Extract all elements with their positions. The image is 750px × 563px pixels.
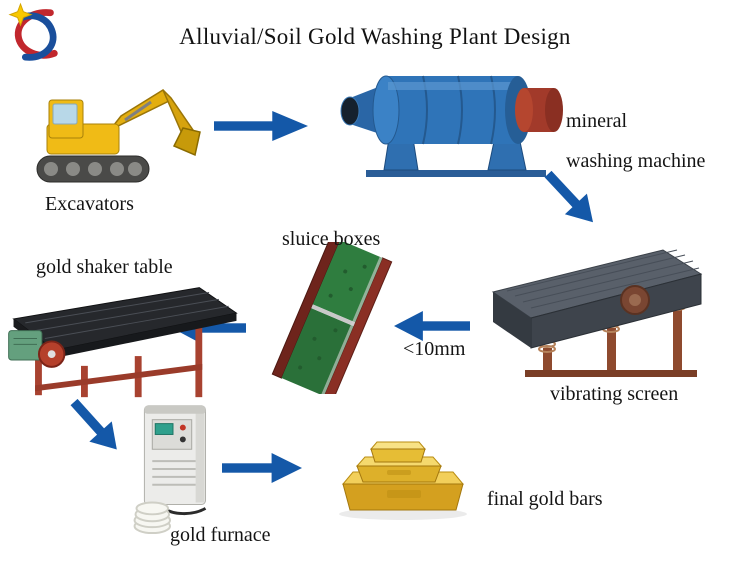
gold-shaker-table-image	[8, 287, 238, 398]
label-vibrating-screen: vibrating screen	[550, 383, 679, 405]
label-excavators: Excavators	[45, 193, 134, 215]
gold-furnace-image	[133, 405, 207, 535]
label-gold-furnace: gold furnace	[170, 524, 271, 546]
vibrating-screen-image	[491, 249, 703, 377]
label-size-note: <10mm	[403, 338, 466, 360]
label-mineral-washing-line1: mineral	[566, 110, 628, 132]
excavator-image	[36, 89, 201, 183]
label-sluice-boxes: sluice boxes	[282, 228, 381, 250]
label-mineral-washing-line2: washing machine	[566, 150, 706, 172]
company-logo-icon	[8, 2, 58, 61]
arrow-excavator-to-washer	[214, 110, 308, 142]
label-gold-shaker-table: gold shaker table	[36, 256, 173, 278]
sluice-boxes-image	[271, 242, 393, 394]
mineral-washing-machine-image	[340, 75, 563, 177]
gold-bars-image	[339, 441, 467, 520]
diagram-title: Alluvial/Soil Gold Washing Plant Design	[179, 24, 571, 49]
arrow-furnace-to-bars	[222, 452, 302, 484]
label-final-gold-bars: final gold bars	[487, 488, 603, 510]
